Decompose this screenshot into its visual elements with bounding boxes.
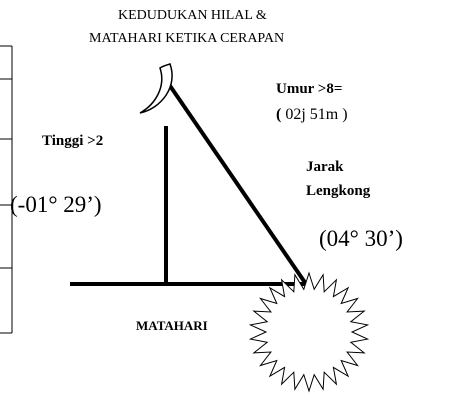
sun-label: MATAHARI — [136, 318, 208, 333]
age-label: Umur >8= — [276, 81, 343, 97]
age-paren-close: ) — [342, 106, 348, 123]
altitude-value: (-01° 29’) — [10, 192, 102, 217]
age-paren-open: ( — [276, 106, 282, 123]
diagram-title-line2: MATAHARI KETIKA CERAPAN — [89, 31, 285, 46]
elongation-line — [164, 78, 308, 286]
table-fragment — [0, 45, 13, 334]
age-value-group: ( 02j 51m ) — [276, 106, 348, 124]
sun-icon — [248, 271, 370, 393]
age-value: 02j 51m — [281, 106, 343, 123]
elongation-label-line2: Lengkong — [306, 183, 371, 199]
elongation-value: (04° 30’) — [319, 226, 403, 251]
elongation-label-line1: Jarak — [306, 159, 344, 175]
crescent-moon-icon — [139, 63, 173, 114]
altitude-label: Tinggi >2 — [42, 133, 104, 149]
diagram-title-line1: KEDUDUKAN HILAL & — [118, 8, 267, 23]
